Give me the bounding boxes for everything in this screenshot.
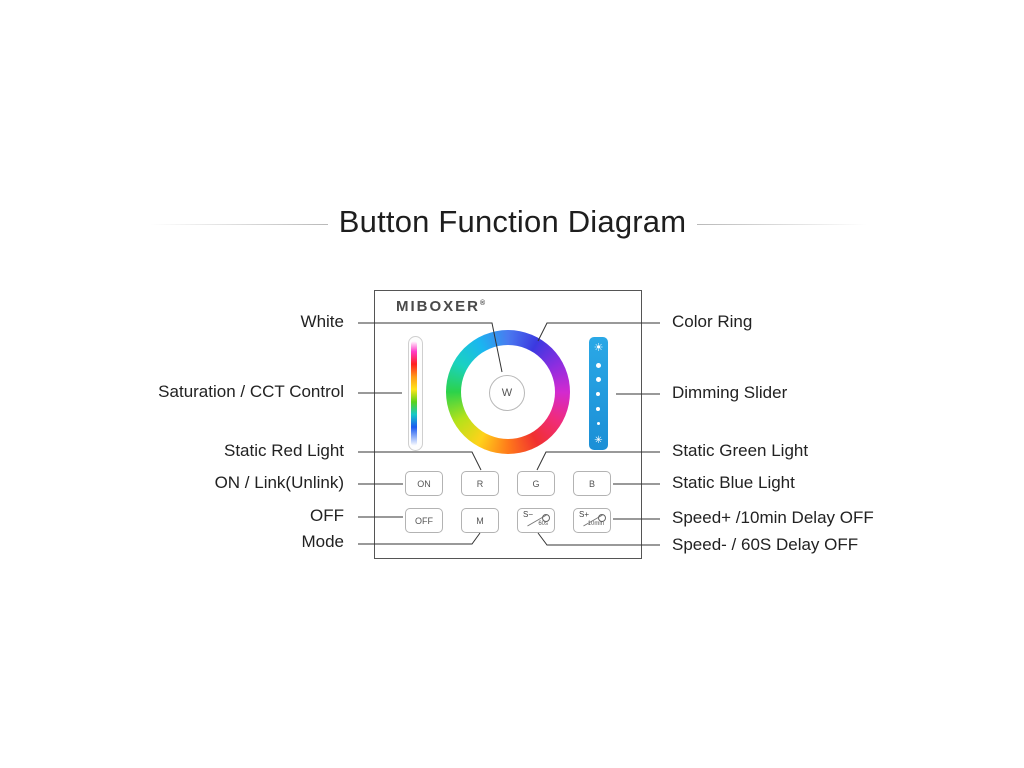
- label-dimming-slider: Dimming Slider: [672, 383, 788, 402]
- dimming-dot: [596, 363, 601, 368]
- label-saturation-cct: Saturation / CCT Control: [158, 382, 344, 401]
- title-rule-right: [697, 224, 867, 225]
- label-color-ring: Color Ring: [672, 312, 753, 331]
- label-mode: Mode: [301, 532, 344, 551]
- sun-bright-icon: ☀: [593, 342, 604, 354]
- dimming-dot: [596, 407, 600, 411]
- saturation-gradient: [411, 341, 417, 446]
- diagram-title: Button Function Diagram: [338, 204, 687, 239]
- clock-icon: [598, 514, 606, 522]
- dimming-dot: [596, 392, 600, 396]
- speed-minus-delay: 60s: [538, 521, 548, 527]
- speed-plus-delay: 10min: [587, 521, 604, 527]
- off-button[interactable]: OFF: [405, 508, 443, 533]
- brand-name: MIBOXER: [396, 298, 481, 315]
- leader-white: [358, 322, 503, 373]
- white-button[interactable]: W: [489, 375, 525, 411]
- label-speed-minus: Speed- / 60S Delay OFF: [672, 535, 859, 554]
- leader-mode: [358, 532, 481, 545]
- dimming-dot: [596, 377, 601, 382]
- label-white: White: [300, 312, 344, 331]
- title-rule-left: [150, 224, 328, 225]
- red-button[interactable]: R: [461, 471, 499, 496]
- leader-color-ring: [537, 322, 660, 342]
- leader-static-red: [358, 451, 482, 471]
- blue-button[interactable]: B: [573, 471, 611, 496]
- label-static-red: Static Red Light: [223, 441, 344, 460]
- mode-button[interactable]: M: [461, 508, 499, 533]
- label-speed-plus: Speed+ /10min Delay OFF: [672, 508, 874, 527]
- brand-logo: MIBOXER®: [396, 298, 485, 315]
- on-button[interactable]: ON: [405, 471, 443, 496]
- title-area: Button Function Diagram: [0, 200, 1024, 250]
- leader-speed-minus: [537, 532, 660, 546]
- green-button[interactable]: G: [517, 471, 555, 496]
- label-static-blue: Static Blue Light: [672, 473, 795, 492]
- speed-minus-button[interactable]: S− 60s: [517, 508, 555, 533]
- speed-plus-button[interactable]: S+ 10min: [573, 508, 611, 533]
- speed-minus-label: S−: [523, 510, 534, 519]
- label-on-link: ON / Link(Unlink): [214, 473, 344, 492]
- saturation-slider[interactable]: [408, 336, 423, 451]
- label-off: OFF: [310, 506, 344, 525]
- speed-plus-label: S+: [579, 510, 590, 519]
- leader-static-green: [536, 451, 660, 471]
- label-static-green: Static Green Light: [672, 441, 809, 460]
- clock-icon: [542, 514, 550, 522]
- dimming-dot: [597, 422, 600, 425]
- brand-registered-mark: ®: [480, 300, 486, 307]
- sun-dim-icon: ✳: [594, 435, 603, 446]
